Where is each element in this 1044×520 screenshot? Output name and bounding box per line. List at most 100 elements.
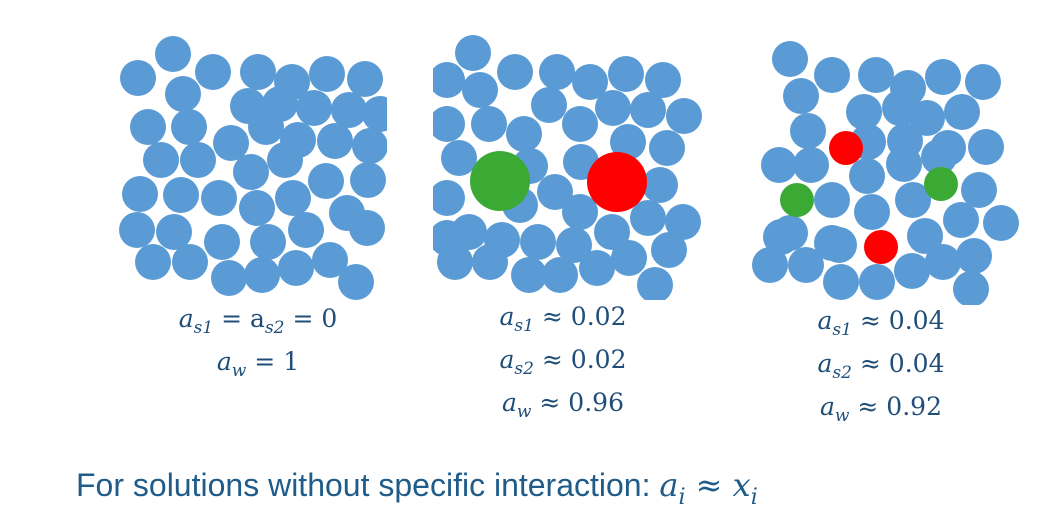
water-particle [213, 125, 249, 161]
water-particle [772, 215, 808, 251]
equation-value: ≈ 0.04 [851, 349, 945, 378]
water-particle [594, 214, 630, 250]
caption-molefraction-subscript: i [750, 485, 758, 510]
panel-small-solute-equations: as1 ≈ 0.04 as2 ≈ 0.04 aw ≈ 0.92 [806, 304, 956, 433]
water-particle [562, 106, 598, 142]
water-particle [854, 194, 890, 230]
water-particle [433, 180, 465, 216]
water-particle [451, 214, 487, 250]
activity-symbol: a [817, 349, 833, 378]
water-particle [651, 232, 687, 268]
water-particle [909, 100, 945, 136]
activity-subscript: w [834, 406, 850, 426]
caption: For solutions without specific interacti… [76, 466, 758, 510]
water-particle [180, 142, 216, 178]
water-particle [143, 142, 179, 178]
water-particle [925, 59, 961, 95]
water-particle [201, 180, 237, 216]
water-particle [171, 109, 207, 145]
equation-value: ≈ 0.02 [533, 302, 627, 331]
activity-subscript: s1 [832, 320, 852, 340]
water-particle [248, 109, 284, 145]
panel-large-solute-particles [433, 35, 702, 300]
water-particle [783, 78, 819, 114]
solute1-particle [829, 131, 863, 165]
equation-solute1-activity: as1 ≈ 0.04 [806, 304, 956, 347]
water-particle [595, 90, 631, 126]
water-particle [350, 162, 386, 198]
water-particle [288, 212, 324, 248]
water-particle [211, 260, 247, 296]
water-particle [250, 224, 286, 260]
water-particle [233, 154, 269, 190]
activity-symbol: a [820, 392, 835, 421]
equation-value: ≈ 0.04 [851, 306, 945, 335]
equation-value: ≈ 0.02 [533, 345, 627, 374]
activity-subscript: w [231, 361, 247, 381]
water-particle [441, 140, 477, 176]
water-particle [172, 244, 208, 280]
activity-symbol: a [216, 347, 232, 376]
caption-activity-symbol: a [659, 466, 679, 504]
water-particle [649, 130, 685, 166]
water-particle [953, 271, 989, 305]
water-particle [537, 174, 573, 210]
water-particle [130, 109, 166, 145]
water-particle [610, 124, 646, 160]
water-particle [267, 142, 303, 178]
water-particle [308, 163, 344, 199]
water-particle [556, 227, 592, 263]
activity-subscript: s2 [832, 363, 852, 383]
caption-activity-subscript: i [678, 485, 686, 510]
water-particle [772, 41, 808, 77]
water-particle [462, 72, 498, 108]
water-particle [849, 158, 885, 194]
water-particle [968, 129, 1004, 165]
water-particle [642, 167, 678, 203]
water-particle [846, 94, 882, 130]
water-particle [793, 147, 829, 183]
activity-subscript: s2 [264, 318, 285, 338]
water-particle [611, 240, 647, 276]
water-particle [542, 257, 578, 293]
solute1-particle [864, 230, 898, 264]
activity-symbol: a [817, 306, 833, 335]
water-particle [943, 202, 979, 238]
water-particle [562, 194, 598, 230]
water-particle [752, 247, 788, 283]
water-particle [165, 76, 201, 112]
equation-solute2-activity: as2 ≈ 0.04 [806, 347, 956, 390]
water-particle [630, 200, 666, 236]
panel-pure-water-particles [119, 36, 387, 300]
water-particle [338, 264, 374, 300]
solute2-particle [470, 151, 530, 211]
water-particle [859, 264, 895, 300]
equation-water-activity: aw ≈ 0.92 [806, 390, 956, 433]
activity-symbol: a [499, 302, 515, 331]
equation-solute2-activity: as2 ≈ 0.02 [488, 343, 638, 386]
water-particle [472, 244, 508, 280]
water-particle [882, 90, 918, 126]
activity-symbol: a [178, 304, 194, 333]
water-particle [823, 264, 859, 300]
water-particle [637, 267, 673, 300]
equation-value: = 1 [246, 347, 300, 376]
water-particle [961, 172, 997, 208]
panel-pure-water-equations: as1 = as2 = 0 aw = 1 [168, 302, 348, 388]
water-particle [317, 123, 353, 159]
water-particle [455, 35, 491, 71]
water-particle [761, 147, 797, 183]
water-particle [921, 139, 957, 175]
water-particle [886, 146, 922, 182]
activity-subscript: s1 [193, 318, 214, 338]
water-particle [331, 92, 367, 128]
water-particle [155, 36, 191, 72]
water-particle [135, 244, 171, 280]
water-particle [983, 205, 1019, 241]
activity-subscript: w [516, 402, 532, 422]
water-particle [278, 250, 314, 286]
caption-molefraction-symbol: x [732, 466, 751, 504]
equation-middle: = a [213, 304, 265, 333]
activity-subscript: s1 [514, 316, 534, 336]
water-particle [579, 250, 615, 286]
